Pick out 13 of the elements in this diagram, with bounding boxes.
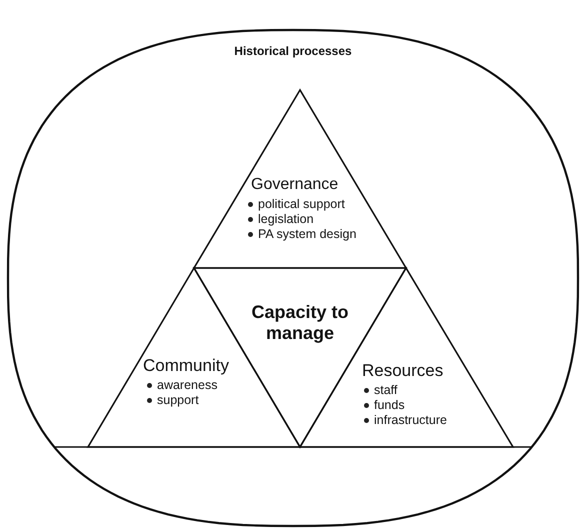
bullet-item: awareness (145, 378, 218, 393)
center-label: Capacity to manage (250, 302, 350, 344)
bullet-item: political support (246, 197, 356, 212)
section-heading: Governance (251, 176, 338, 194)
bullet-item: funds (362, 398, 447, 413)
bullet-item: support (145, 393, 218, 408)
heading: Historical processes (234, 44, 352, 58)
bullet-item: staff (362, 383, 447, 398)
section-heading: Resources (362, 361, 444, 381)
bullet-item: PA system design (246, 227, 356, 242)
bullet-item: legislation (246, 212, 356, 227)
section-heading: Community (143, 356, 229, 376)
bullet-item: infrastructure (362, 413, 447, 428)
